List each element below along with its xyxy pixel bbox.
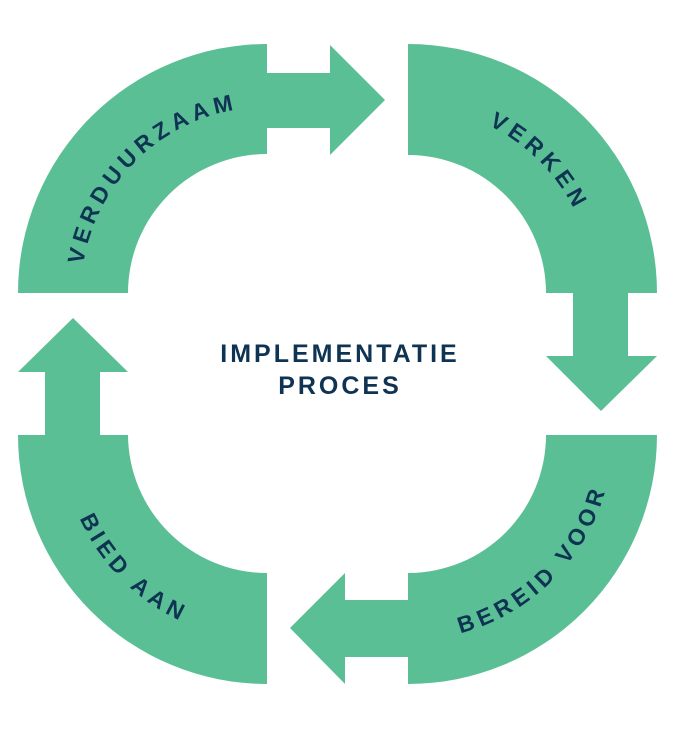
segment-verken	[408, 44, 657, 411]
segment-bereid-voor	[290, 435, 657, 684]
segment-verduurzaam	[18, 44, 385, 293]
segment-bied-aan	[18, 318, 267, 684]
center-title-line1: IMPLEMENTATIE	[220, 340, 459, 368]
center-title-line2: PROCES	[278, 372, 402, 400]
